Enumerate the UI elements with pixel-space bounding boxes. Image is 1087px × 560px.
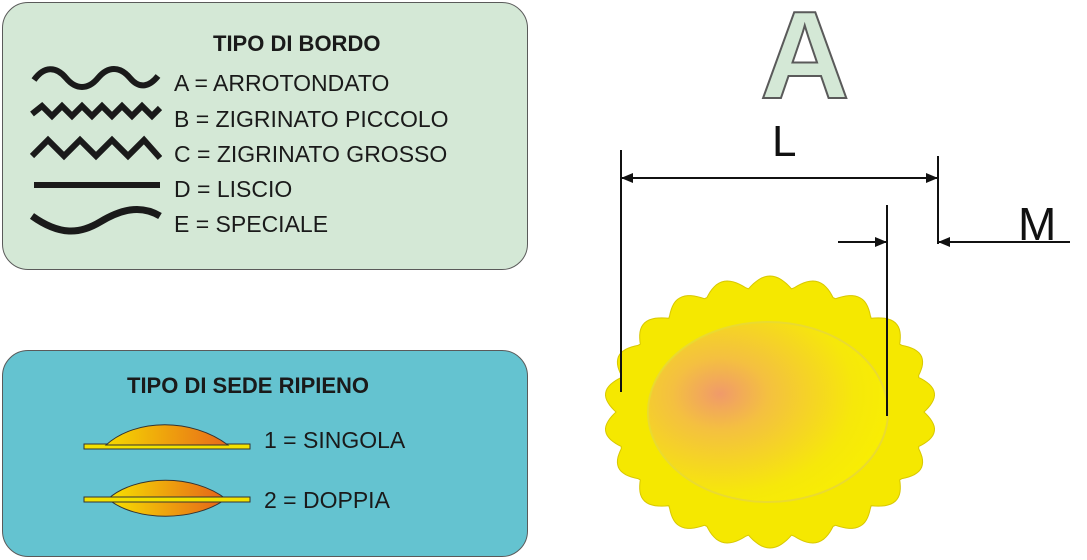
length-label: L	[772, 117, 796, 166]
edge-type-label-b: B = ZIGRINATO PICCOLO	[174, 106, 449, 132]
special-curve-icon	[30, 206, 162, 235]
edge-type-label-d: D = LISCIO	[174, 176, 293, 202]
filling-type-panel: TIPO DI SEDE RIPIENO	[2, 350, 528, 557]
pasta-filling	[647, 321, 889, 503]
edge-type-label-a: A = ARROTONDATO	[174, 70, 390, 96]
edge-type-letter: A	[760, 0, 850, 125]
filling-type-label-2: 2 = DOPPIA	[264, 487, 390, 513]
pasta-dimension-diagram: L M A	[604, 0, 1070, 549]
filling-type-title: TIPO DI SEDE RIPIENO	[127, 373, 370, 398]
edge-type-label-e: E = SPECIALE	[174, 211, 329, 237]
edge-type-label-c: C = ZIGRINATO GROSSO	[174, 141, 448, 167]
filling-type-label-1: 1 = SINGOLA	[264, 427, 406, 453]
margin-label: M	[1018, 198, 1056, 250]
large-zigzag-icon	[30, 135, 162, 161]
filling-type-icons	[83, 424, 251, 517]
rounded-wave-icon	[31, 66, 161, 90]
double-filling-icon	[83, 479, 251, 517]
edge-type-icons	[30, 66, 162, 235]
edge-type-title: TIPO DI BORDO	[213, 31, 381, 56]
single-filling-icon	[83, 424, 251, 450]
small-zigzag-icon	[30, 101, 162, 121]
